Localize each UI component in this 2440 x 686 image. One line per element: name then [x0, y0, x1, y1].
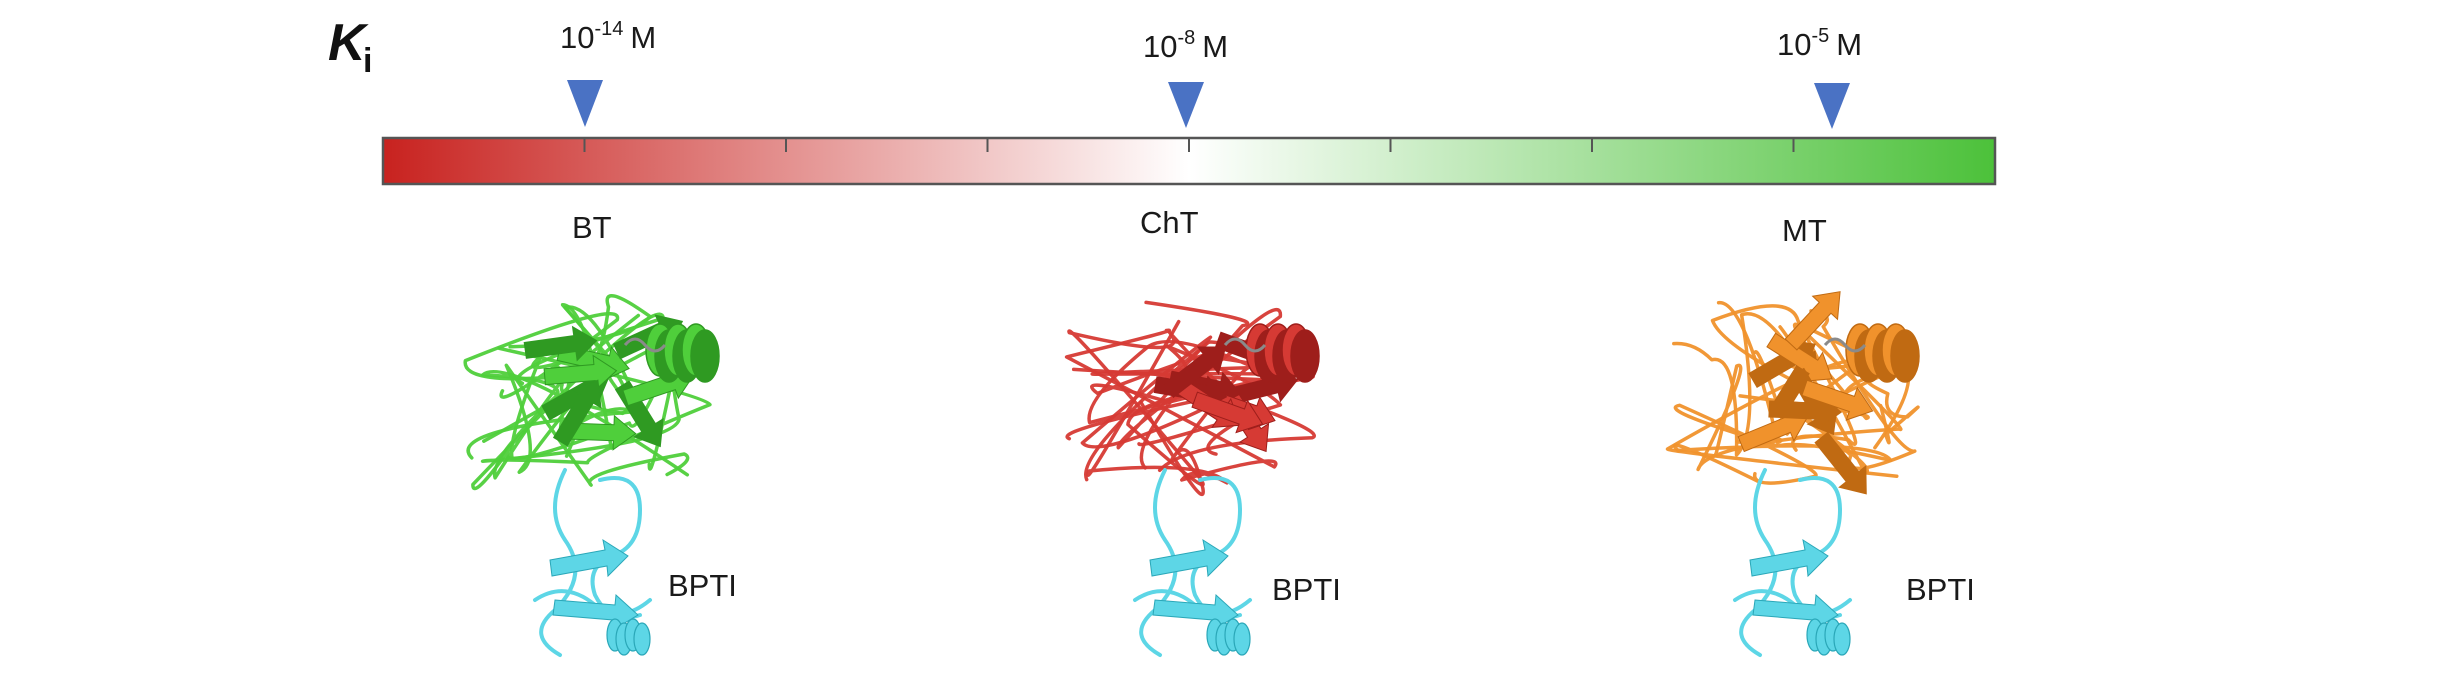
protease-cartoon: [1665, 291, 1920, 495]
bpti-cartoon: [533, 468, 652, 657]
bpti-label-mt: BPTI: [1906, 572, 1975, 607]
complex-cht: [1064, 300, 1320, 657]
marker-triangle-cht: [1168, 82, 1204, 128]
ki-scale-bar: [381, 136, 1997, 186]
ki-subscript: i: [363, 42, 372, 80]
marker-triangle-mt: [1814, 83, 1850, 129]
ki-symbol: K: [328, 14, 369, 72]
marker-triangle-bt: [567, 80, 603, 127]
bpti-cartoon: [1733, 468, 1852, 657]
scale-ticks: [583, 138, 1795, 152]
protease-cartoon: [463, 294, 720, 491]
ki-label: K i: [328, 14, 372, 80]
complex-mt: [1665, 291, 1920, 657]
protease-cartoon: [1064, 300, 1320, 497]
enzyme-label-mt: MT: [1782, 213, 1827, 248]
bpti-cartoon: [1133, 468, 1252, 657]
complex-bt: [463, 294, 720, 657]
enzyme-label-bt: BT: [572, 210, 612, 245]
bpti-label-cht: BPTI: [1272, 572, 1341, 607]
bpti-label-bt: BPTI: [668, 568, 737, 603]
enzyme-label-cht: ChT: [1140, 205, 1199, 240]
